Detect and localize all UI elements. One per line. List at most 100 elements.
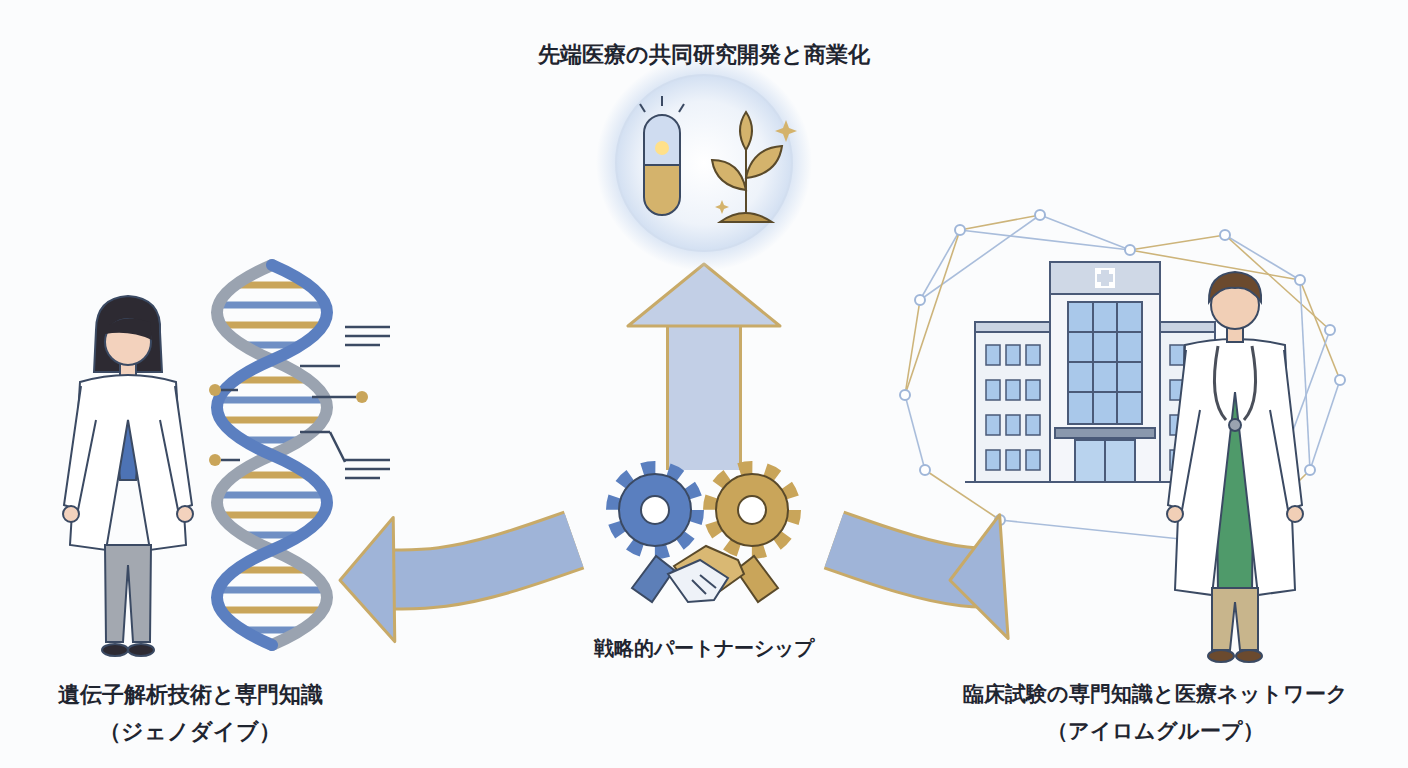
scientist-figure-part: [160, 386, 192, 510]
hospital-windows-part: [1026, 345, 1040, 365]
handshake-icon-part: [674, 546, 744, 594]
scientist-figure-part: [177, 506, 193, 522]
dna-strands-part: [217, 265, 327, 645]
dna-callouts: [209, 327, 390, 478]
dna-callouts-part: [221, 389, 238, 392]
hospital-windows-part: [1006, 345, 1020, 365]
gear-icon: [613, 468, 794, 552]
doctor-figure-part: [1214, 346, 1255, 420]
hospital-windows-part: [986, 415, 1000, 435]
network-dots-part: [900, 390, 910, 400]
doctor-figure-part: [1287, 506, 1303, 522]
doctor-figure: [1167, 272, 1303, 662]
hospital-building-part: [1075, 440, 1135, 482]
plant-icon-part: [715, 200, 729, 214]
dna-callouts-part: [345, 326, 390, 329]
plant-icon-part: [740, 112, 752, 150]
handshake-icon-part: [736, 556, 778, 602]
dna-callouts-part: [345, 344, 380, 347]
plant-icon-part: [775, 120, 797, 142]
network-dots-part: [920, 465, 930, 475]
capsule-icon-part: [661, 96, 663, 106]
arrow-head: [340, 518, 395, 642]
handshake-icon: [632, 546, 778, 602]
partnership-arrow: [340, 518, 574, 642]
hospital-windows: [986, 345, 1204, 470]
network-dots-part: [915, 295, 925, 305]
network-lines-part: [905, 230, 960, 395]
dna-callouts-part: [300, 431, 330, 434]
plant-icon-part: [745, 140, 747, 214]
network-lines-part: [1130, 235, 1225, 250]
dna-callouts-part: [356, 391, 368, 403]
partnership-arrow: [628, 264, 780, 470]
scientist-figure-part: [105, 545, 151, 642]
network-lines-part: [905, 300, 920, 395]
circle-glow: [596, 55, 812, 271]
hospital-windows-part: [1026, 415, 1040, 435]
dna-rungs-part: [219, 492, 325, 499]
hospital-building-part: [1104, 440, 1106, 482]
arrow-head: [628, 264, 780, 326]
partnership-hub: 戦略的パートナーシップ: [574, 470, 834, 670]
dna-callouts-part: [345, 459, 390, 462]
network-dots-part: [1295, 275, 1305, 285]
hospital-building-part: [1068, 361, 1142, 363]
doctor-figure-part: [1209, 272, 1261, 302]
gear-icon-part: [619, 474, 691, 546]
hospital-windows-part: [1170, 345, 1184, 365]
glow-circle: [454, 36, 954, 264]
dna-strands: [217, 265, 327, 645]
network-dots-part: [1335, 375, 1345, 385]
hospital-windows-part: [1006, 450, 1020, 470]
scientist-figure-part: [63, 506, 79, 522]
hospital-building-part: [1095, 268, 1115, 288]
hospital-windows-part: [1026, 450, 1040, 470]
plant-icon-part: [720, 213, 772, 222]
doctor-figure-part: [1167, 506, 1183, 522]
hospital-building-part: [1097, 274, 1113, 282]
plant-icon-part: [746, 146, 782, 178]
scientist-figure-part: [105, 319, 151, 365]
network-dots-part: [1325, 325, 1335, 335]
gear-icon-part: [738, 496, 766, 524]
arrow-body: [669, 326, 739, 470]
plant-icon-part: [712, 160, 746, 190]
hospital-building-part: [1050, 262, 1160, 294]
dna-callouts-part: [345, 477, 380, 480]
network-lines-part: [1310, 380, 1340, 470]
hospital-windows-part: [1006, 380, 1020, 400]
dna-rungs-part: [222, 512, 322, 519]
arrow-body-outline: [394, 540, 574, 580]
dna-rungs-part: [219, 587, 325, 594]
dna-rungs-part: [219, 397, 325, 404]
capsule-icon-part: [655, 141, 669, 155]
network-lines-part: [1000, 520, 1190, 540]
node-label: 遺伝子解析技術と専門知識 （ジェノダイブ）: [40, 676, 340, 750]
doctor-figure-part: [1208, 650, 1234, 662]
network-dots-part: [1305, 465, 1315, 475]
handshake-icon-part: [632, 556, 674, 602]
scientist-figure-part: [102, 644, 128, 656]
scientist-figure-part: [94, 296, 162, 372]
goal-circle: 先端医療の共同研究開発と商業化: [454, 36, 954, 264]
scientist-figure-part: [128, 644, 154, 656]
dna-rungs-part: [222, 417, 322, 424]
hospital-building-part: [1068, 302, 1142, 424]
capsule-icon-part: [644, 165, 680, 215]
gear-icon-part: [710, 468, 794, 552]
hospital-windows-part: [1026, 380, 1040, 400]
gear-icon-part: [716, 474, 788, 546]
network-lines-part: [920, 215, 1040, 300]
gear-icon-part: [613, 468, 697, 552]
hospital-building-part: [1068, 331, 1142, 333]
arrow-head: [950, 515, 1008, 639]
hospital-windows-part: [986, 380, 1000, 400]
dna-callouts-part: [330, 432, 345, 462]
dna-callouts-part: [300, 365, 340, 368]
doctor-figure-part: [1229, 419, 1241, 431]
network-lines-part: [905, 395, 925, 470]
scientist-figure-part: [64, 386, 96, 510]
